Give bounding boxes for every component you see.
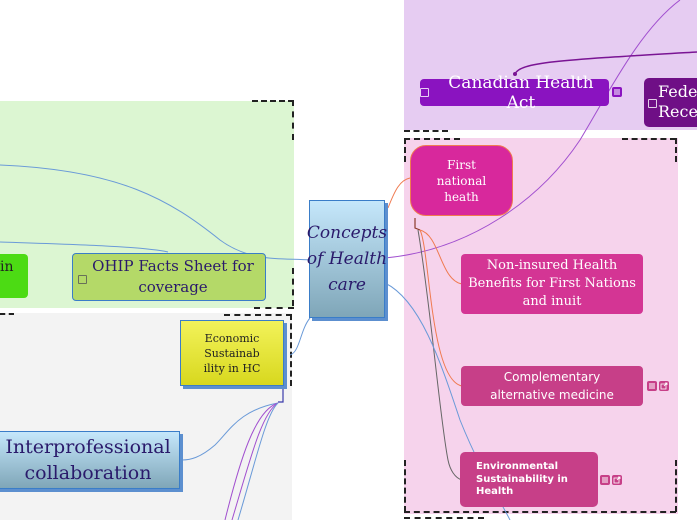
boundary-pink-bottom-left bbox=[404, 460, 406, 512]
boundary-green-top bbox=[252, 100, 294, 102]
node-interprofessional-collaboration[interactable]: Interprofessional collaboration bbox=[0, 431, 180, 489]
node-green-partial-label: in bbox=[0, 259, 14, 275]
node-first-national-heath[interactable]: First national heath bbox=[410, 145, 513, 216]
boundary-green-right-top bbox=[292, 100, 294, 140]
boundary-gray-top bbox=[0, 313, 14, 315]
checkbox-icon[interactable] bbox=[648, 99, 657, 108]
boundary-pink-top-right bbox=[622, 138, 676, 140]
boundary-green-right-bottom bbox=[292, 268, 294, 306]
boundary-pink-bottom-right bbox=[675, 460, 677, 512]
node-first-national-heath-label: First national heath bbox=[436, 157, 487, 204]
node-interprofessional-label: Interprofessional collaboration bbox=[5, 436, 171, 484]
node-environmental-label: Environmental Sustainability in Health bbox=[476, 461, 568, 497]
link-icon[interactable] bbox=[612, 475, 622, 485]
checkbox-icon[interactable] bbox=[78, 275, 87, 284]
link-icon[interactable] bbox=[659, 381, 669, 391]
node-complementary-label: Complementary alternative medicine bbox=[490, 370, 614, 402]
boundary-gray-right bbox=[290, 314, 292, 386]
boundary-gray-top-right bbox=[224, 314, 292, 316]
boundary-bottom-edge bbox=[404, 517, 484, 519]
node-economic-sustainability[interactable]: Economic Sustainab ility in HC bbox=[180, 320, 284, 386]
central-topic[interactable]: Concepts of Health care bbox=[306, 200, 388, 318]
boundary-pink-top bbox=[404, 138, 460, 140]
node-canadian-health-act[interactable]: Canadian Health Act bbox=[420, 73, 609, 113]
node-non-insured-label: Non-insured Health Benefits for First Na… bbox=[468, 258, 636, 309]
notes-icon[interactable] bbox=[612, 87, 622, 97]
notes-icon[interactable] bbox=[600, 475, 610, 485]
node-ohip-facts-sheet[interactable]: OHIP Facts Sheet for coverage bbox=[72, 253, 266, 301]
node-green-partial[interactable]: in bbox=[0, 254, 28, 298]
checkbox-icon[interactable] bbox=[420, 88, 429, 97]
boundary-pink-bottom bbox=[404, 511, 676, 513]
node-canadian-health-act-label: Canadian Health Act bbox=[448, 72, 594, 113]
node-federal-receipts-line1: Feder bbox=[658, 82, 697, 101]
node-federal-receipts-line2: Recep bbox=[658, 102, 697, 121]
boundary-pink-left-top bbox=[404, 130, 448, 132]
boundary-pink-right bbox=[675, 138, 677, 162]
notes-icon[interactable] bbox=[647, 381, 657, 391]
node-complementary-alternative-medicine[interactable]: Complementary alternative medicine bbox=[461, 366, 643, 406]
node-federal-receipts[interactable]: Feder Recep bbox=[644, 78, 697, 127]
central-topic-label: Concepts of Health care bbox=[306, 223, 388, 295]
node-economic-label: Economic Sustainab ility in HC bbox=[203, 331, 261, 375]
node-ohip-label: OHIP Facts Sheet for coverage bbox=[92, 257, 254, 296]
boundary-green-bottom bbox=[254, 307, 294, 309]
boundary-pink-left bbox=[404, 138, 406, 162]
node-non-insured-health-benefits[interactable]: Non-insured Health Benefits for First Na… bbox=[461, 254, 643, 314]
node-environmental-sustainability[interactable]: Environmental Sustainability in Health bbox=[460, 452, 598, 507]
